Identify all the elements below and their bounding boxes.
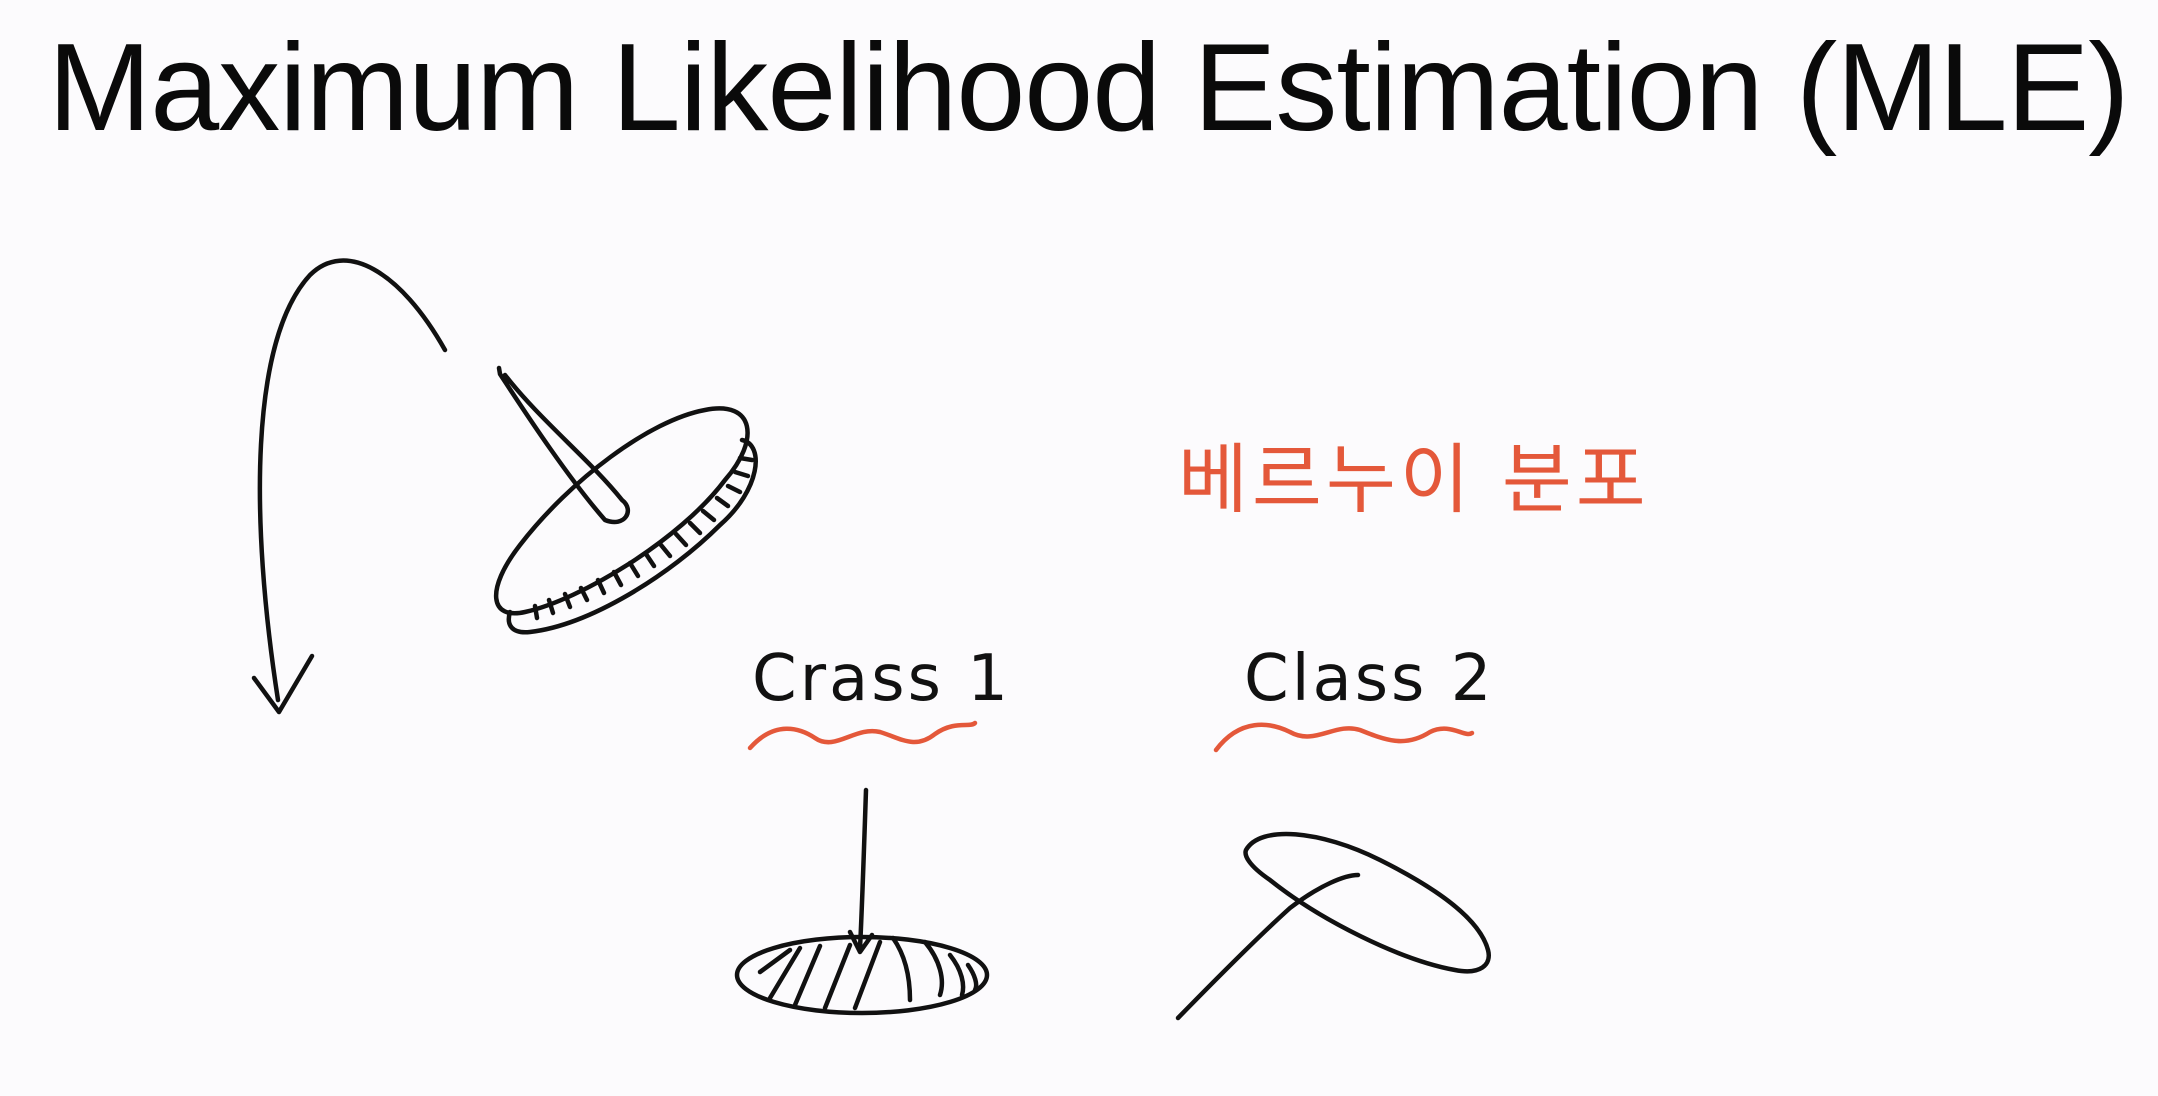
tossed-coin <box>494 365 758 635</box>
class2-label: Class 2 <box>1244 642 1494 716</box>
class2-coin-stick <box>1175 872 1361 1021</box>
slide-title: Maximum Likelihood Estimation (MLE) <box>48 19 2130 157</box>
arrow-head <box>251 653 315 715</box>
coin-spin-line <box>496 365 630 525</box>
coin-rim <box>506 437 758 635</box>
toss-arrow <box>251 258 448 715</box>
bernoulli-label: 베르누이 분포 <box>1178 435 1650 524</box>
class1-underline <box>747 720 978 751</box>
coin-rim-ticks <box>532 455 755 621</box>
class2-coin-face <box>1243 831 1491 974</box>
class1-coin-stick <box>847 787 875 955</box>
class1-coin-hatching <box>757 935 979 1011</box>
class1-coin <box>734 787 990 1016</box>
class2-underline <box>1213 722 1475 753</box>
class1-label: Crass 1 <box>752 642 1011 716</box>
coin-face <box>494 406 750 616</box>
class2-coin <box>1175 831 1491 1021</box>
toss-arc <box>257 258 448 703</box>
